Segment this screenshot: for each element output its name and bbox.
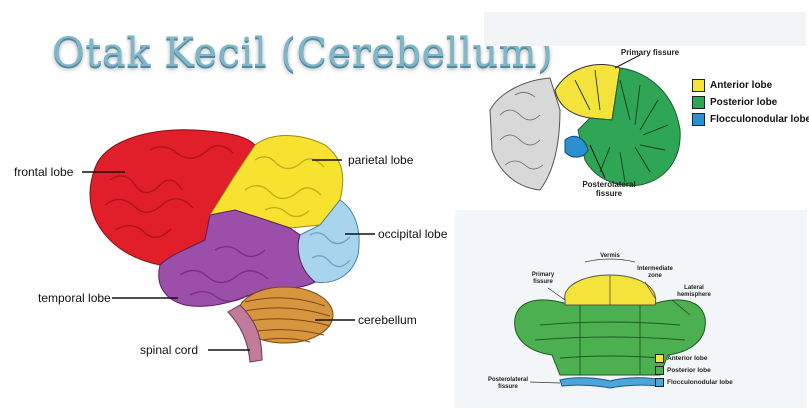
diagram2-vermis-label: Vermis xyxy=(588,253,632,260)
legend-swatch-blue xyxy=(655,378,664,387)
diagram2-legend-posterior: Posterior lobe xyxy=(655,366,711,375)
diagram2-primary-fissure-label: Primary fissure xyxy=(528,272,558,286)
diagram2-legend-anterior: Anterior lobe xyxy=(655,354,707,363)
legend-swatch-green xyxy=(655,366,664,375)
diagram2-legend-flocculonodular: Flocculonodular lobe xyxy=(655,378,733,387)
diagram2-lateral-hemisphere-label: Lateral hemisphere xyxy=(672,285,716,299)
diagram2-intermediate-zone-label: Intermediate zone xyxy=(633,266,677,280)
diagram2-posterolateral-fissure-label: Posterolateral fissure xyxy=(486,377,530,391)
diagram2-flocculonodular-lobe xyxy=(560,378,660,388)
diagram2-posterior-lobe xyxy=(515,300,706,375)
legend-swatch-yellow xyxy=(655,354,664,363)
